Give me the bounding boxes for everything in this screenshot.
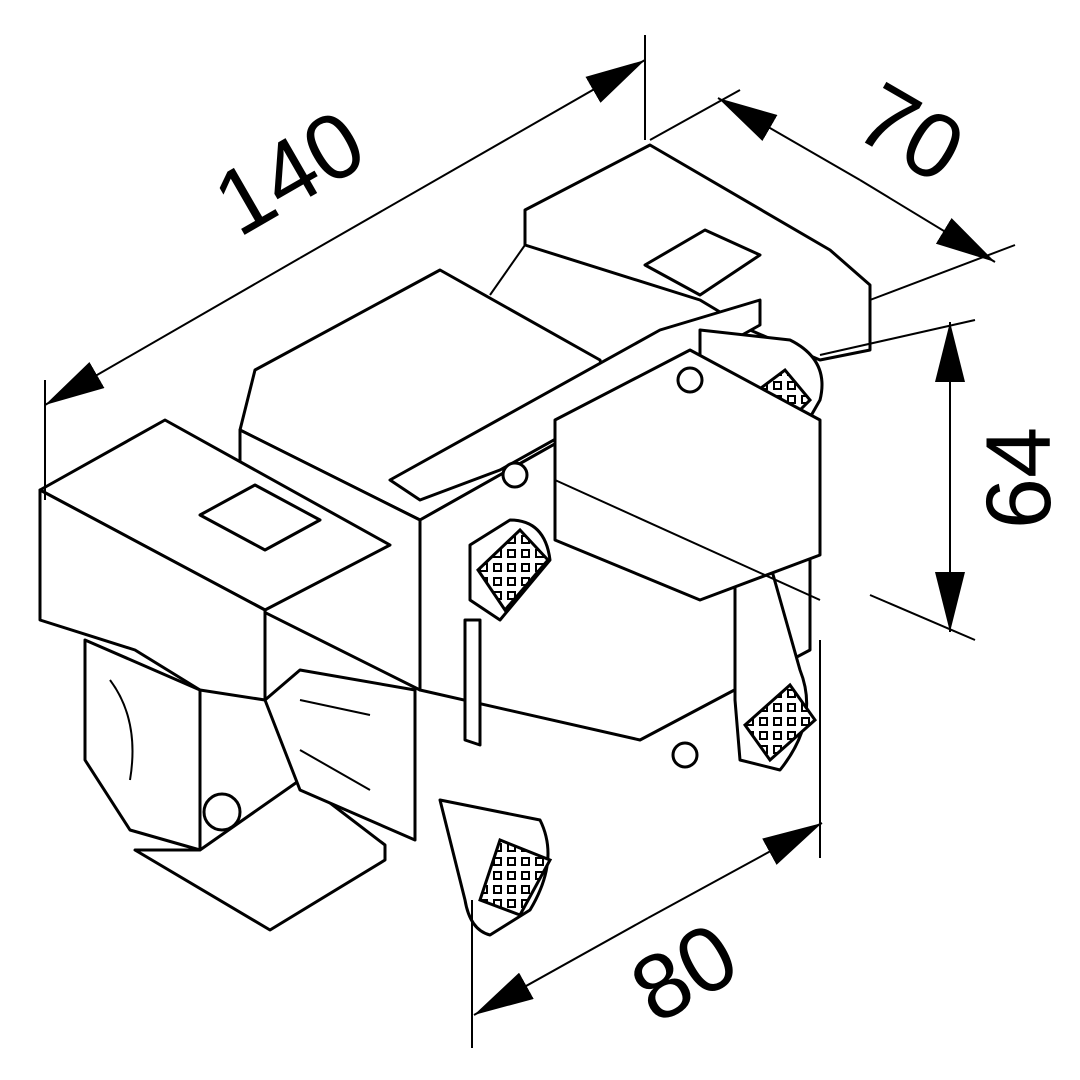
dimension-64: 64 [819, 319, 1070, 641]
dimension-label-64: 64 [968, 427, 1070, 529]
connector-body [38, 143, 872, 937]
dimension-label-140: 140 [198, 91, 382, 256]
